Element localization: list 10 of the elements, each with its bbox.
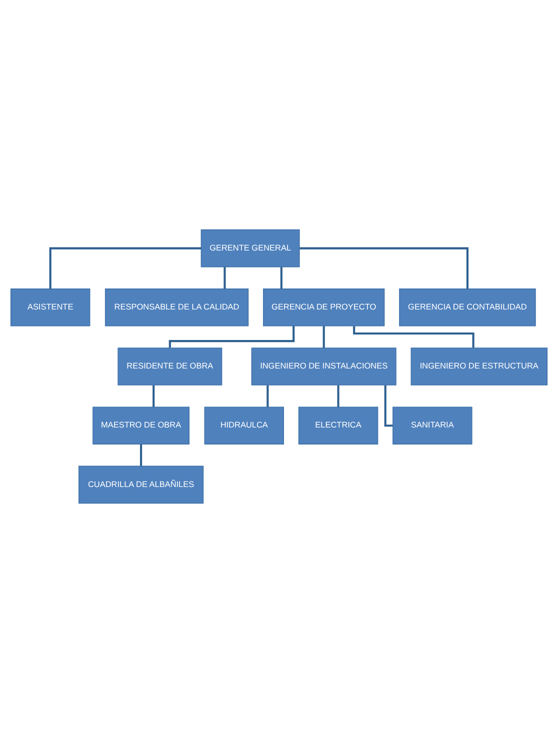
connector — [384, 385, 393, 427]
connector — [49, 247, 202, 289]
connector — [300, 247, 468, 289]
connector — [322, 326, 325, 348]
connector — [224, 267, 226, 289]
connector — [152, 385, 155, 408]
connector — [280, 267, 282, 289]
connector — [337, 385, 340, 408]
connector — [140, 444, 142, 466]
connector — [266, 385, 269, 408]
